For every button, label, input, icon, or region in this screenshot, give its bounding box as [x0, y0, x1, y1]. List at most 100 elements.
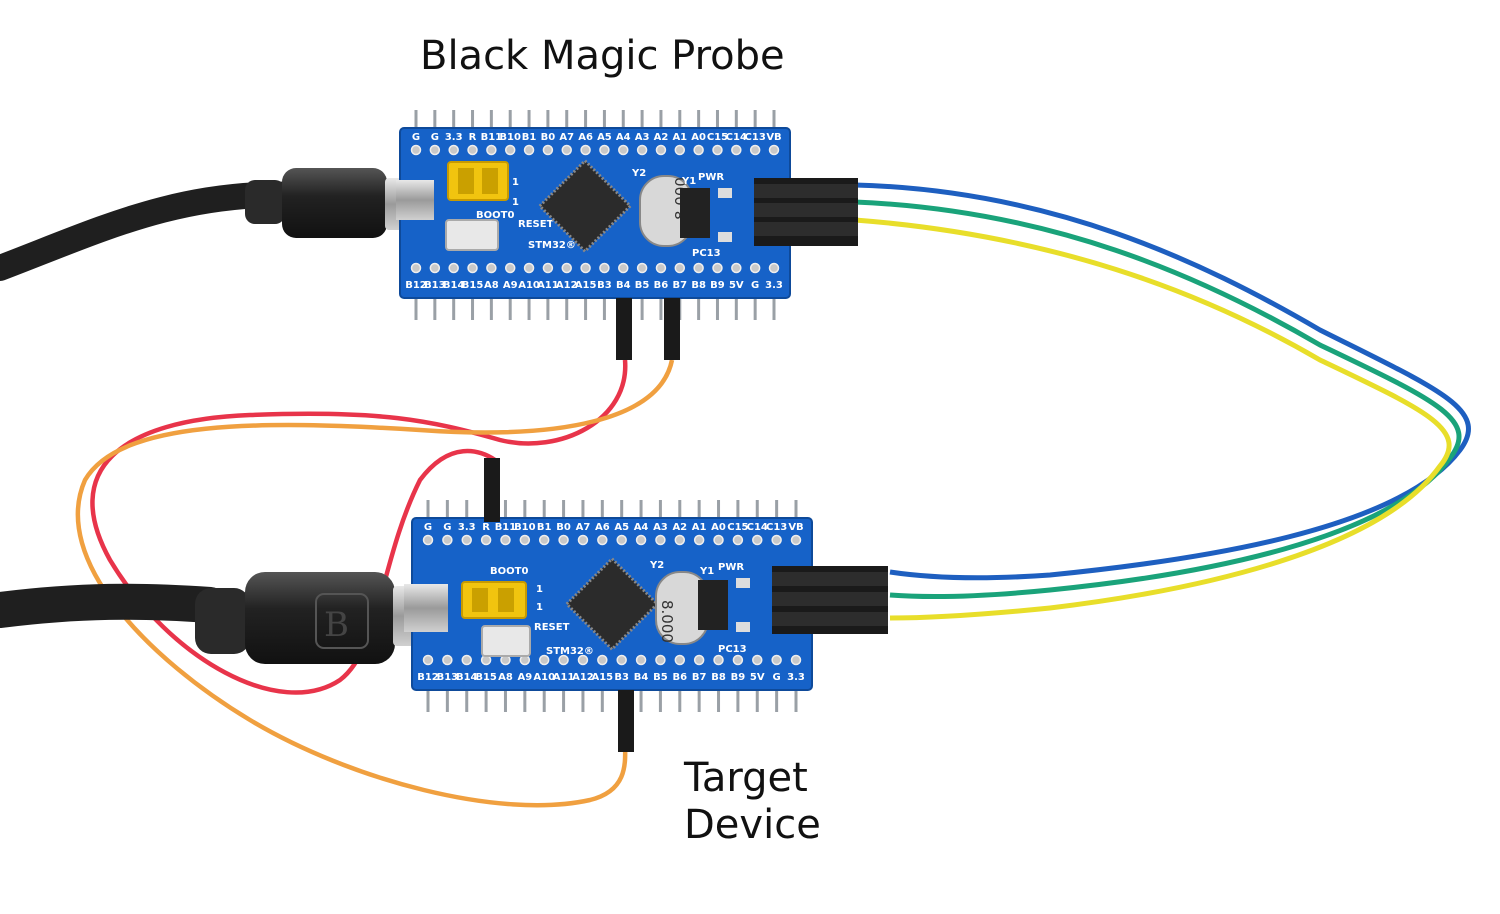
bottom-pin-label: A9: [517, 672, 532, 683]
jumper-mark-1: 1: [512, 177, 519, 188]
swd-wire-bundle: [854, 182, 1471, 621]
bottom-pin-label: B5: [635, 280, 650, 291]
bottom-pin-label: G: [751, 280, 759, 291]
top-pin-label: C14: [747, 522, 768, 533]
bottom-pin-label: B15: [462, 280, 484, 291]
bottom-pin-label: B3: [597, 280, 612, 291]
top-pin-label: A4: [616, 132, 631, 143]
top-pin-label: G: [412, 132, 420, 143]
top-pin-label: C13: [745, 132, 766, 143]
top-pin-label: B0: [541, 132, 556, 143]
y1-label: Y1: [681, 176, 696, 187]
top-pin-label: A2: [654, 132, 669, 143]
bottom-pin-label: B9: [710, 280, 725, 291]
wire-orange: [75, 359, 675, 808]
top-pin-label: G: [424, 522, 432, 533]
pc13-label: PC13: [692, 248, 721, 259]
bottom-pin-label: A10: [518, 280, 540, 291]
y2-label: Y2: [631, 168, 646, 179]
top-pin-label: A0: [711, 522, 726, 533]
top-pin-label: C14: [726, 132, 747, 143]
boot-label: BOOT0: [490, 566, 528, 577]
bottom-pin-label: G: [773, 672, 781, 683]
bottom-pin-label: A8: [498, 672, 513, 683]
wire-green: [854, 199, 1462, 600]
crystal-label: 8.000: [658, 600, 676, 643]
pwr-label: PWR: [698, 172, 724, 183]
target-caption-line-1: Target: [684, 755, 808, 801]
bottom-header-pins: [414, 296, 776, 320]
bottom-header-pins: [426, 688, 798, 712]
bottom-pin-label: A12: [556, 280, 578, 291]
usb-cable-target: B: [0, 572, 449, 664]
pwr-label: PWR: [718, 562, 744, 573]
bottom-pin-label: A11: [553, 672, 575, 683]
top-pin-label: B11: [481, 132, 503, 143]
boot-label: BOOT0: [476, 210, 514, 221]
bottom-pin-label: A15: [575, 280, 597, 291]
bottom-pin-label: A9: [503, 280, 518, 291]
bottom-pin-label: B8: [691, 280, 706, 291]
top-pin-label: A5: [614, 522, 629, 533]
top-pin-label: A6: [578, 132, 593, 143]
bottom-pin-label: A8: [484, 280, 499, 291]
top-pin-label: A1: [672, 132, 687, 143]
boot-jumper: [447, 161, 509, 201]
bottom-pin-label: 5V: [750, 672, 765, 683]
top-pin-label: C15: [707, 132, 728, 143]
bottom-pin-label: B14: [443, 280, 465, 291]
bottom-pin-label: B12: [405, 280, 427, 291]
bottom-pin-label: A12: [572, 672, 594, 683]
bottom-pin-label: B13: [424, 280, 446, 291]
top-pin-label: A0: [691, 132, 706, 143]
bottom-pin-label: B13: [437, 672, 459, 683]
top-pin-label: C15: [727, 522, 748, 533]
top-pin-label: A2: [672, 522, 687, 533]
wire-blue: [854, 182, 1471, 581]
target-caption-line-2: Device: [684, 802, 821, 849]
pc13-label: PC13: [718, 644, 747, 655]
top-pin-label: A5: [597, 132, 612, 143]
target-caption: Target Device: [684, 755, 821, 849]
top-pin-label: 3.3: [445, 132, 463, 143]
bottom-pin-label: B9: [731, 672, 746, 683]
bottom-pin-label: B12: [417, 672, 439, 683]
bottom-pin-label: B7: [692, 672, 707, 683]
top-pin-label: B0: [556, 522, 571, 533]
bottom-pin-label: B14: [456, 672, 478, 683]
top-pin-label: A1: [692, 522, 707, 533]
reset-button[interactable]: [481, 625, 531, 657]
bottom-pin-label: B8: [711, 672, 726, 683]
y1-label: Y1: [699, 566, 714, 577]
top-pin-label: G: [443, 522, 451, 533]
top-pin-label: C13: [766, 522, 787, 533]
bottom-pin-label: B7: [672, 280, 687, 291]
reset-label: RESET: [534, 622, 570, 633]
top-pin-label: R: [482, 522, 490, 533]
y2-label: Y2: [649, 560, 664, 571]
top-pin-label: A4: [634, 522, 649, 533]
jumper-mark-1: 1: [536, 584, 543, 595]
reset-label: RESET: [518, 219, 554, 230]
bottom-pin-label: A10: [533, 672, 555, 683]
top-pin-label: A3: [635, 132, 650, 143]
bottom-pin-label: B3: [614, 672, 629, 683]
bottom-pin-label: A15: [591, 672, 613, 683]
reset-button[interactable]: [445, 219, 499, 251]
jumper-mark-2: 1: [512, 197, 519, 208]
top-pin-label: B11: [495, 522, 517, 533]
brand-label: STM32®: [528, 240, 576, 251]
power-wire-bundle: [75, 359, 675, 808]
top-pin-label: R: [469, 132, 477, 143]
top-header-pins: [414, 110, 776, 130]
top-pin-label: VB: [766, 132, 781, 143]
top-pin-label: B1: [522, 132, 537, 143]
bottom-pin-label: B5: [653, 672, 668, 683]
probe-caption: Black Magic Probe: [420, 33, 785, 79]
top-pin-label: A7: [576, 522, 591, 533]
